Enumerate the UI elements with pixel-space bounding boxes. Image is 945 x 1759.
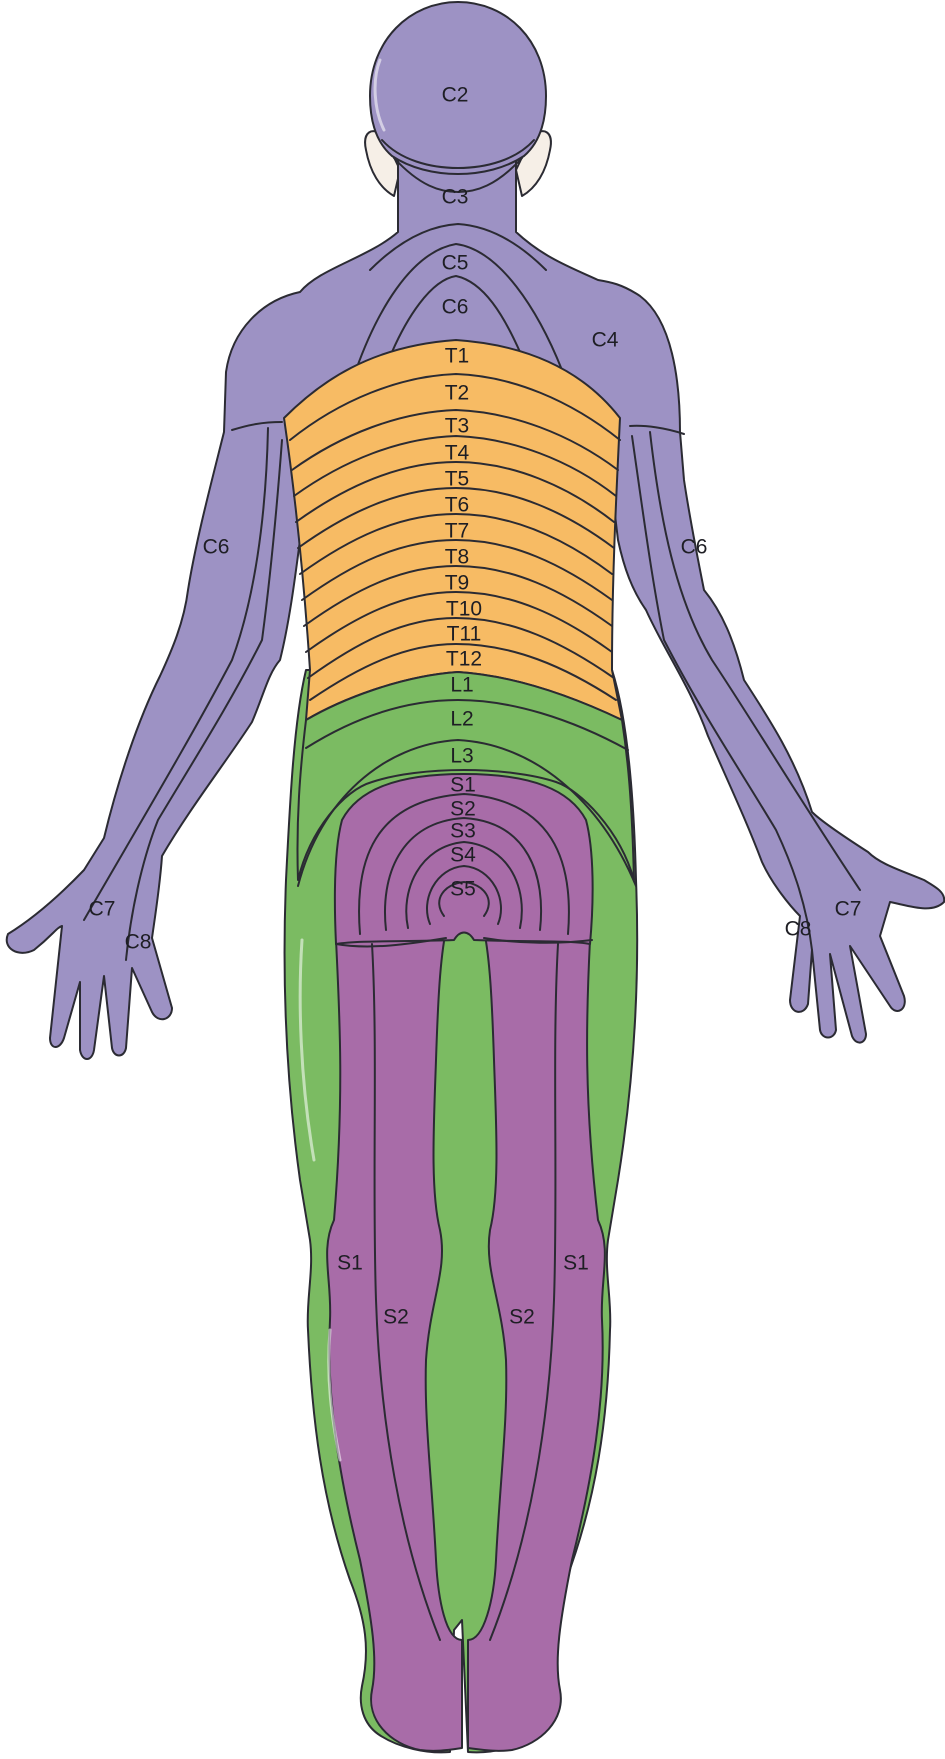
label-sacral-s1: S1	[450, 774, 476, 797]
label-thoracic-t8: T8	[445, 546, 470, 569]
upper-body-cervical-region	[5, 149, 945, 1060]
label-sacral-s5: S5	[450, 878, 476, 901]
label-shoulder-c4: C4	[592, 329, 619, 352]
label-thoracic-t7: T7	[445, 520, 470, 543]
right-leg-sacral-region	[467, 928, 606, 1752]
buttocks-sacral-region	[333, 773, 594, 945]
label-thoracic-t10: T10	[446, 598, 482, 621]
label-thoracic-t4: T4	[445, 442, 470, 465]
label-left-forearm-c7: C7	[89, 898, 116, 921]
head-c2	[369, 1, 547, 175]
right-ear	[515, 130, 552, 197]
label-upper-back-c6: C6	[442, 296, 469, 319]
thoracic-region	[283, 339, 623, 721]
label-right-leg-s1: S1	[563, 1252, 589, 1275]
label-left-hand-c8: C8	[125, 931, 152, 954]
label-thoracic-t9: T9	[445, 572, 470, 595]
label-left-arm-c6: C6	[203, 536, 230, 559]
label-sacral-s3: S3	[450, 820, 476, 843]
label-sacral-s4: S4	[450, 844, 476, 867]
label-left-leg-s2: S2	[383, 1306, 409, 1329]
label-right-hand-c8: C8	[785, 918, 812, 941]
left-ear	[364, 130, 401, 197]
label-right-forearm-c7: C7	[835, 898, 862, 921]
label-right-leg-s2: S2	[509, 1306, 535, 1329]
label-thoracic-t2: T2	[445, 382, 470, 405]
label-thoracic-t1: T1	[445, 345, 470, 368]
label-thoracic-t12: T12	[446, 648, 482, 671]
label-lumbar-l3: L3	[450, 745, 473, 768]
label-neck-c3: C3	[442, 186, 469, 209]
label-thoracic-t11: T11	[447, 623, 482, 646]
label-upper-back-c5: C5	[442, 252, 469, 275]
label-left-leg-s1: S1	[337, 1252, 363, 1275]
left-leg-sacral-region	[326, 928, 463, 1752]
label-lumbar-l1: L1	[450, 674, 473, 697]
label-sacral-s2: S2	[450, 798, 476, 821]
label-thoracic-t6: T6	[445, 494, 470, 517]
label-right-arm-c6: C6	[681, 536, 708, 559]
label-thoracic-t5: T5	[445, 468, 470, 491]
label-head-c2: C2	[442, 84, 469, 107]
label-lumbar-l2: L2	[450, 708, 473, 731]
label-thoracic-t3: T3	[445, 415, 470, 438]
